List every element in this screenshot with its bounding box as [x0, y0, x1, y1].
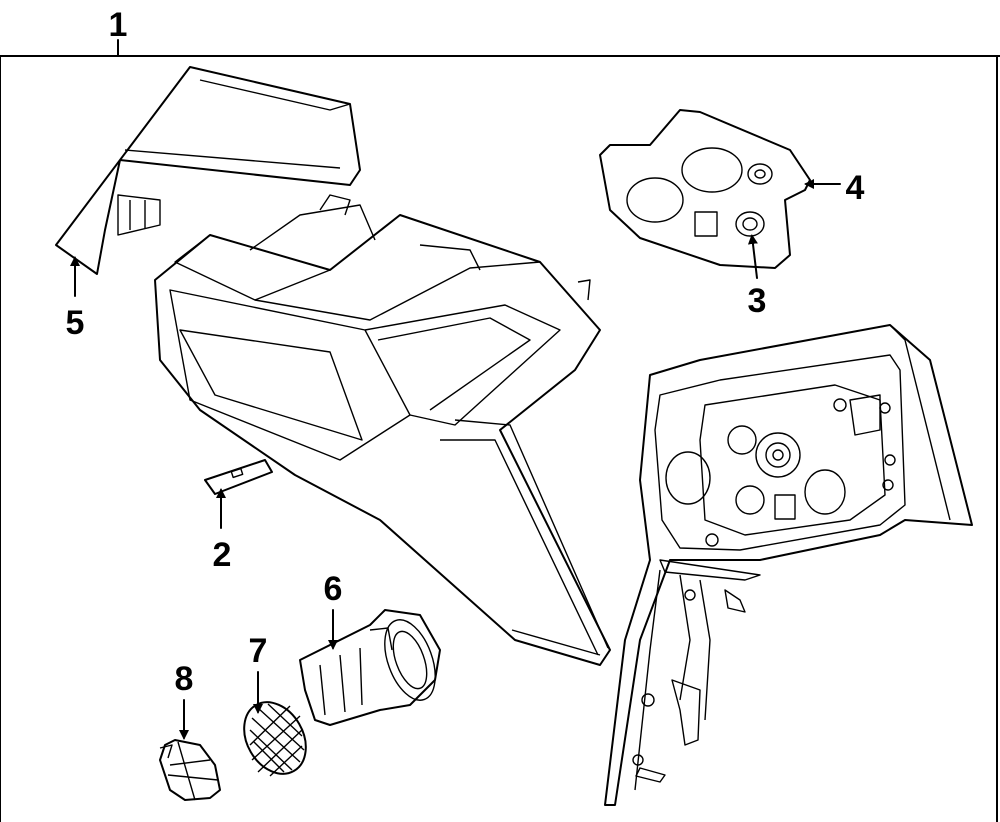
- part-8-bracket: [159, 739, 221, 801]
- callout-leaders: [70, 179, 841, 740]
- lamp-assembly-rear: [604, 324, 973, 806]
- callout-4: 4: [846, 169, 865, 207]
- main-lamp-lens: [154, 194, 611, 666]
- callout-3: 3: [748, 282, 767, 320]
- callout-5: 5: [66, 304, 85, 342]
- part-5-upper-housing: [55, 66, 361, 275]
- part-2-tag: [204, 459, 273, 495]
- callout-8: 8: [175, 660, 194, 698]
- callout-2: 2: [213, 536, 232, 574]
- callout-1: 1: [109, 6, 128, 44]
- part-7-mesh-cover: [243, 701, 307, 777]
- part-6-socket: [299, 609, 441, 726]
- assembly-frame: [0, 39, 1000, 822]
- callout-7: 7: [249, 632, 268, 670]
- part-4-gasket: [599, 109, 811, 269]
- callout-6: 6: [324, 570, 343, 608]
